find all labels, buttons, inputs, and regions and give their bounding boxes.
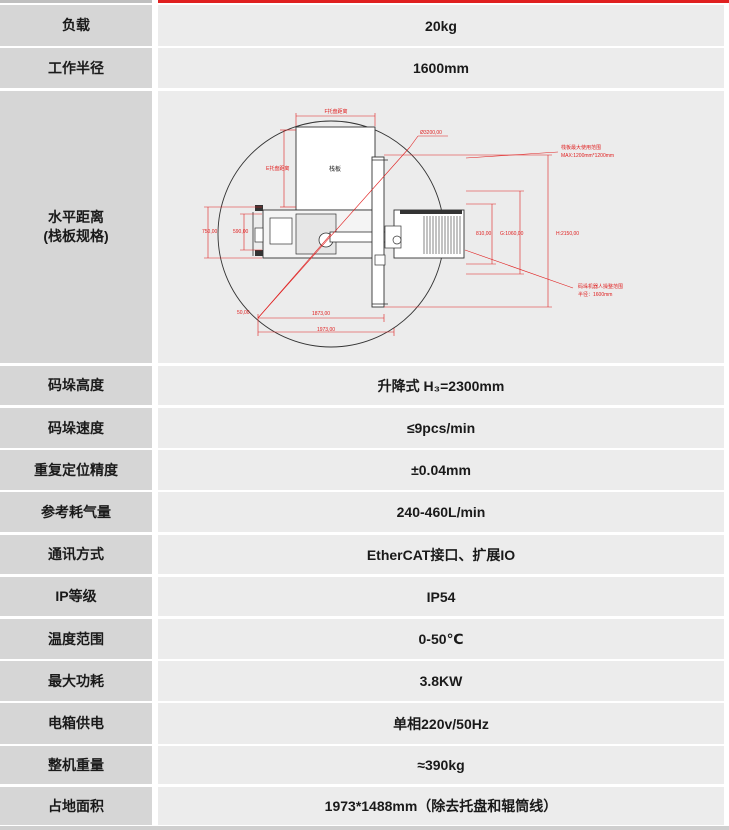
spec-label: IP等级: [0, 577, 152, 616]
spec-label: 温度范围: [0, 619, 152, 659]
spec-label: 参考耗气量: [0, 492, 152, 532]
spec-label: 工作半径: [0, 48, 152, 88]
spec-label: 码垛速度: [0, 408, 152, 448]
spec-value: ±0.04mm: [158, 450, 724, 490]
dim-e-label: E托盘距离: [266, 165, 289, 172]
spec-value: 240-460L/min: [158, 492, 724, 532]
spec-row-footprint: 占地面积 1973*1488mm（除去托盘和辊筒线）: [0, 787, 729, 825]
pallet-range-max: MAX:1200mm*1200mm: [561, 153, 614, 159]
spec-value: ≈390kg: [158, 746, 724, 784]
spec-row-repeatability: 重复定位精度 ±0.04mm: [0, 450, 729, 490]
spec-label: 通讯方式: [0, 535, 152, 574]
spec-value: 0-50℃: [158, 619, 724, 659]
dim-g: G:1060,00: [500, 231, 524, 237]
spec-row-power: 最大功耗 3.8KW: [0, 661, 729, 701]
spec-row-working-radius: 工作半径 1600mm: [0, 48, 729, 88]
spec-label: 码垛高度: [0, 366, 152, 405]
spec-row-temperature: 温度范围 0-50℃: [0, 619, 729, 659]
spec-value: 升降式 H₃=2300mm: [158, 366, 724, 405]
dim-h: H:2150,00: [556, 231, 579, 237]
spec-label: 负载: [0, 5, 152, 46]
spec-row-load: 负载 20kg: [0, 5, 729, 46]
dim-1873: 1873,00: [312, 311, 330, 317]
spec-value: 1973*1488mm（除去托盘和辊筒线）: [158, 787, 724, 825]
spec-row-power-supply: 电箱供电 单相220v/50Hz: [0, 703, 729, 744]
spec-label: 占地面积: [0, 787, 152, 825]
roller-conveyor: [393, 209, 465, 259]
spec-row-stack-speed: 码垛速度 ≤9pcs/min: [0, 408, 729, 448]
pallet-label: 栈板: [329, 165, 341, 173]
pallet-range-note: 栈板最大使用范围: [561, 144, 601, 151]
spec-row-air-consumption: 参考耗气量 240-460L/min: [0, 492, 729, 532]
layout-diagram: 栈板: [202, 108, 623, 348]
spec-row-communication: 通讯方式 EtherCAT接口、扩展IO: [0, 535, 729, 574]
spec-row-ip-rating: IP等级 IP54: [0, 577, 729, 616]
spec-label: 水平距离 (栈板规格): [0, 91, 152, 363]
layout-diagram-cell: 栈板: [158, 91, 724, 363]
spec-row-horizontal-distance: 水平距离 (栈板规格) 栈板: [0, 91, 729, 363]
spec-value: IP54: [158, 577, 724, 616]
spec-value: EtherCAT接口、扩展IO: [158, 535, 724, 574]
spec-label: 电箱供电: [0, 703, 152, 744]
top-border-left: [0, 0, 152, 3]
bottom-border: [0, 826, 729, 830]
spec-value: 20kg: [158, 5, 724, 46]
spec-value: ≤9pcs/min: [158, 408, 724, 448]
spec-row-weight: 整机重量 ≈390kg: [0, 746, 729, 784]
dim-590: 590,00: [233, 229, 249, 235]
dim-810: 810,00: [476, 231, 492, 237]
dim-750: 750,00: [202, 229, 218, 235]
spec-label: 整机重量: [0, 746, 152, 784]
spec-value: 3.8KW: [158, 661, 724, 701]
spec-value: 单相220v/50Hz: [158, 703, 724, 744]
spec-row-stack-height: 码垛高度 升降式 H₃=2300mm: [0, 366, 729, 405]
robot-radius-value: 半径：1600mm: [578, 291, 612, 298]
control-box: [269, 217, 293, 245]
dim-f-label: F托盘距离: [324, 108, 347, 115]
dim-circle-diameter: Ø3200,00: [420, 130, 442, 136]
top-border-accent: [158, 0, 729, 3]
spec-value: 1600mm: [158, 48, 724, 88]
spec-label: 重复定位精度: [0, 450, 152, 490]
spec-label: 最大功耗: [0, 661, 152, 701]
dim-1973: 1973,00: [317, 327, 335, 333]
lift-rail: [371, 156, 385, 308]
dim-50: 50,00: [237, 310, 250, 316]
robot-radius-note: 码垛机器人操整范围: [578, 283, 623, 290]
